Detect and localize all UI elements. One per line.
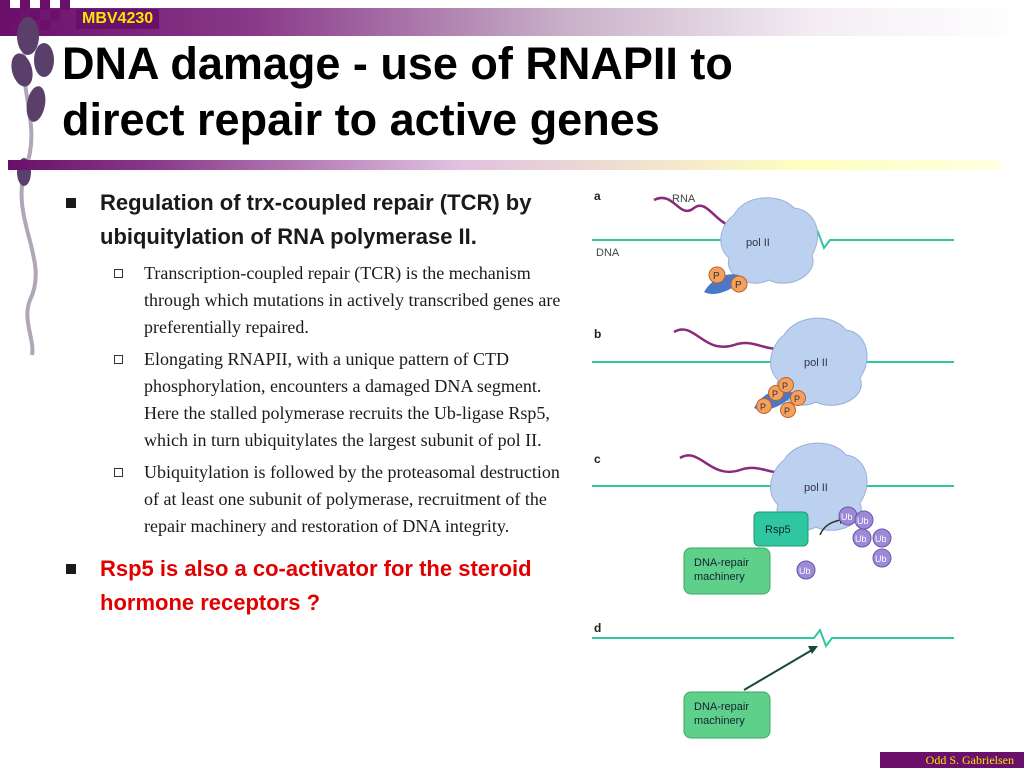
bullet-tcr-regulation: Regulation of trx-coupled repair (TCR) b… bbox=[62, 186, 572, 254]
author-footer: Odd S. Gabrielsen bbox=[880, 752, 1024, 768]
ubiquitin bbox=[852, 528, 872, 548]
phospho-label: P bbox=[782, 381, 788, 391]
phospho-label: P bbox=[713, 271, 720, 282]
ub-label: Ub bbox=[799, 566, 811, 576]
rna-label: RNA bbox=[672, 193, 696, 205]
hollow-square-bullet-icon bbox=[114, 269, 123, 278]
bullet-text: Regulation of trx-coupled repair (TCR) b… bbox=[100, 190, 532, 249]
sub-bullet: Transcription-coupled repair (TCR) is th… bbox=[108, 260, 572, 341]
ub-transfer-arrow bbox=[819, 519, 841, 536]
repair-label-line1: DNA-repair bbox=[694, 557, 749, 569]
sub-bullet: Elongating RNAPII, with a unique pattern… bbox=[108, 346, 572, 454]
phospho-p bbox=[708, 266, 726, 284]
arrow-head-icon bbox=[808, 646, 818, 654]
repair-machinery-box bbox=[683, 691, 771, 739]
ub-label: Ub bbox=[857, 516, 869, 526]
phospho-label: P bbox=[760, 402, 766, 412]
phospho-label: P bbox=[784, 406, 790, 416]
repair-label-line1: DNA-repair bbox=[694, 701, 749, 713]
ub-label: Ub bbox=[841, 512, 853, 522]
repair-arrow bbox=[743, 649, 813, 691]
panel-b: b pol II P P P P P bbox=[592, 317, 954, 418]
pol-ii-label: pol II bbox=[804, 357, 828, 369]
bullet-rsp5-coactivator: Rsp5 is also a co-activator for the ster… bbox=[62, 552, 572, 620]
dna-label: DNA bbox=[596, 247, 620, 259]
ubiquitin bbox=[872, 548, 892, 568]
ubiquitin bbox=[872, 528, 892, 548]
phospho-label: P bbox=[772, 389, 778, 399]
phospho-label: P bbox=[794, 394, 800, 404]
panel-c: c pol II Rsp5 DNA-repair machinery Ub Ub… bbox=[592, 442, 954, 595]
phospho-label: P bbox=[735, 280, 742, 291]
phospho-p bbox=[756, 398, 772, 414]
panel-a: a RNA DNA pol II P P bbox=[592, 189, 954, 295]
phospho-p bbox=[778, 377, 794, 393]
phospho-p bbox=[730, 275, 748, 293]
panel-label: c bbox=[594, 452, 601, 466]
sub-bullet: Ubiquitylation is followed by the protea… bbox=[108, 459, 572, 540]
bullet-text: Rsp5 is also a co-activator for the ster… bbox=[100, 556, 532, 615]
pol-ii-blob bbox=[720, 197, 819, 284]
slide-title: DNA damage - use of RNAPII to direct rep… bbox=[62, 36, 982, 148]
tcr-diagram: a RNA DNA pol II P P b pol II P P P P P … bbox=[584, 180, 958, 750]
pol-ii-blob bbox=[770, 317, 868, 406]
panel-label: b bbox=[594, 327, 601, 341]
header-bar bbox=[0, 8, 1024, 36]
sub-bullet-list: Transcription-coupled repair (TCR) is th… bbox=[108, 260, 572, 540]
repair-machinery-box bbox=[683, 547, 771, 595]
course-code: MBV4230 bbox=[76, 9, 160, 29]
title-line-2: direct repair to active genes bbox=[62, 94, 660, 145]
ubiquitin bbox=[796, 560, 816, 580]
dna-strand bbox=[592, 627, 954, 649]
hollow-square-bullet-icon bbox=[114, 468, 123, 477]
square-bullet-icon bbox=[66, 564, 76, 574]
pol-ii-label: pol II bbox=[804, 482, 828, 494]
ub-label: Ub bbox=[875, 554, 887, 564]
pol-ii-label: pol II bbox=[746, 237, 770, 249]
phospho-p bbox=[780, 402, 796, 418]
slide-content: Regulation of trx-coupled repair (TCR) b… bbox=[62, 186, 572, 620]
vine-decoration bbox=[11, 17, 54, 356]
ub-label: Ub bbox=[855, 534, 867, 544]
repair-label-line2: machinery bbox=[694, 571, 745, 583]
rsp5-label: Rsp5 bbox=[765, 524, 791, 536]
rna-strand bbox=[673, 328, 785, 350]
sub-bullet-text: Ubiquitylation is followed by the protea… bbox=[144, 462, 560, 536]
repair-label-line2: machinery bbox=[694, 715, 745, 727]
panel-d: d DNA-repair machinery bbox=[592, 621, 954, 739]
rna-strand bbox=[679, 454, 791, 475]
panel-label: a bbox=[594, 189, 601, 203]
title-underline bbox=[8, 160, 1000, 170]
ub-label: Ub bbox=[875, 534, 887, 544]
sub-bullet-text: Transcription-coupled repair (TCR) is th… bbox=[144, 263, 561, 337]
sub-bullet-text: Elongating RNAPII, with a unique pattern… bbox=[144, 349, 550, 450]
panel-label: d bbox=[594, 621, 601, 635]
hollow-square-bullet-icon bbox=[114, 355, 123, 364]
phospho-p bbox=[790, 390, 806, 406]
title-line-1: DNA damage - use of RNAPII to bbox=[62, 38, 733, 89]
rsp5-box bbox=[753, 511, 809, 547]
square-bullet-icon bbox=[66, 198, 76, 208]
